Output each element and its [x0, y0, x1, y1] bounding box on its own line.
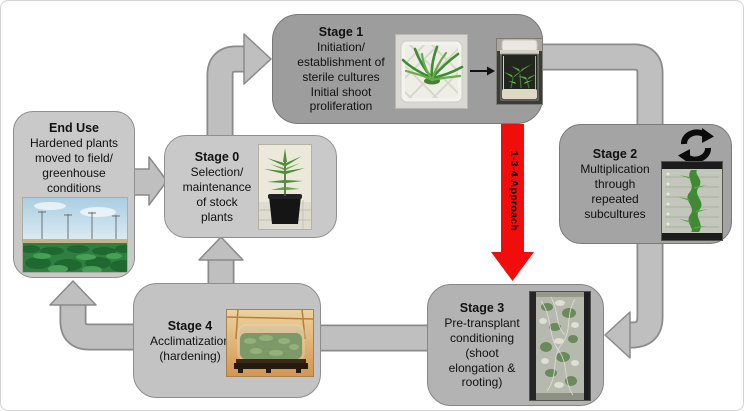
stage0-title: Stage 0: [194, 149, 240, 164]
approach-arrow: [491, 124, 534, 281]
stage2-box: Stage 2 Multiplication through repeated …: [559, 124, 732, 244]
approach-arrow-label: 1-3-4 Approach: [508, 150, 520, 232]
end-use-box: End Use Hardened plants moved to field/ …: [13, 111, 135, 278]
culture-vessel-photo: [496, 37, 543, 105]
stage2-title: Stage 2: [592, 147, 638, 162]
transfer-arrow-icon: [470, 66, 495, 76]
stage0-box: Stage 0 Selection/ maintenance of stock …: [164, 135, 337, 238]
stage1-photos: [395, 25, 543, 117]
end-use-title: End Use: [48, 121, 99, 135]
stage4-title: Stage 4: [167, 318, 213, 333]
connector-enduse-stage0: [132, 156, 168, 206]
stage1-box: Stage 1 Initiation/ establishment of ste…: [272, 14, 543, 124]
stage4-body: Acclimatization (hardening): [149, 333, 231, 363]
stage1-title: Stage 1: [318, 24, 364, 39]
stage3-body: Pre-transplant conditioning (shoot elong…: [444, 315, 520, 390]
stage3-title: Stage 3: [459, 300, 505, 315]
stage1-body: Initiation/ establishment of sterile cul…: [297, 39, 385, 114]
rooting-vessel-photo: [529, 291, 591, 401]
end-use-body: Hardened plants moved to field/ greenhou…: [29, 136, 119, 195]
stage0-body: Selection/ maintenance of stock plants: [182, 164, 252, 224]
stock-plant-photo: [258, 144, 312, 230]
stage3-box: Stage 3 Pre-transplant conditioning (sho…: [427, 284, 604, 406]
recycle-icon: [678, 128, 714, 164]
subculture-vessel-photo: [661, 161, 723, 241]
culture-plate-photo: [395, 33, 468, 109]
connector-stage0-stage1: [206, 33, 272, 141]
acclimatization-tray-photo: [226, 309, 314, 377]
connector-stage4-enduse: [49, 280, 147, 351]
stage2-body: Multiplication through repeated subcultu…: [580, 162, 650, 221]
connector-stage2-stage3: [604, 237, 664, 359]
field-photo: [22, 197, 128, 273]
connector-stage1-stage2: [541, 43, 664, 132]
stage4-box: Stage 4 Acclimatization (hardening): [133, 283, 321, 398]
